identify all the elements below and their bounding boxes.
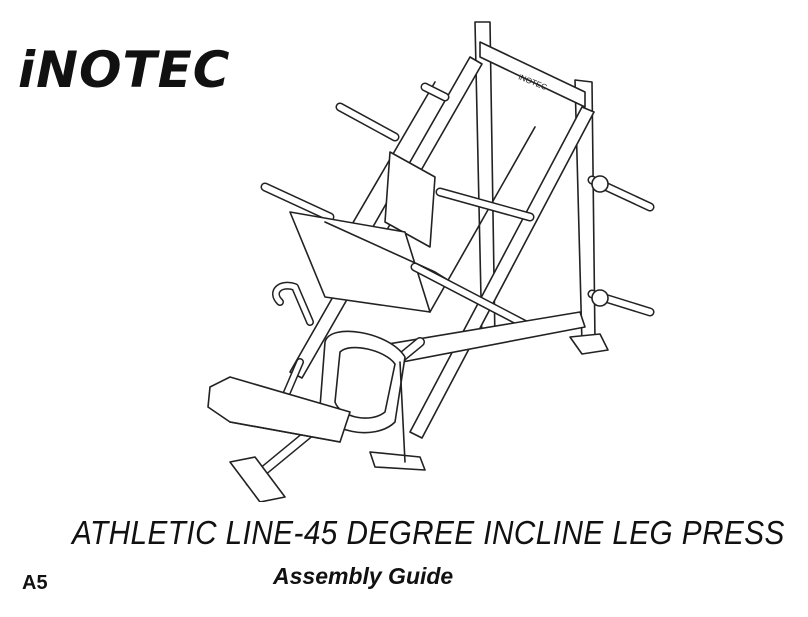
brand-logo-text: iNOTEC [18,41,231,99]
document-subtitle: Assembly Guide [273,563,454,589]
document-title: ATHLETIC LINE-45 DEGREE INCLINE LEG PRES… [72,514,785,551]
brand-logo: iNOTEC [18,38,248,99]
document-code: A5 [22,572,48,594]
leg-press-illustration: iNOTEC [190,12,670,503]
